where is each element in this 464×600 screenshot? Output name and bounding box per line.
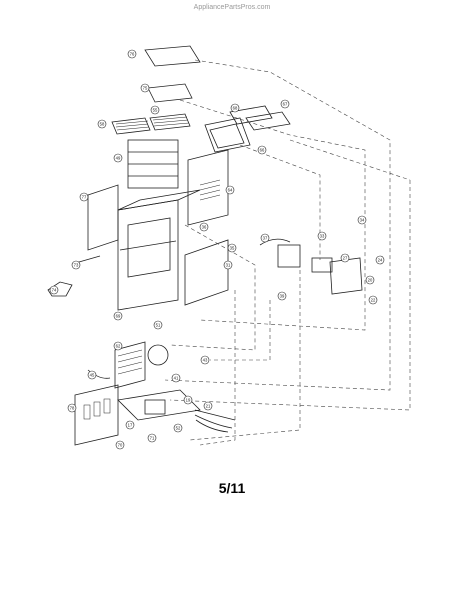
callout-bubble: 22 <box>368 295 378 305</box>
cabinet-body <box>117 199 179 311</box>
svg-text:37: 37 <box>263 236 268 241</box>
svg-text:49: 49 <box>116 156 121 161</box>
lid-panel <box>229 105 273 125</box>
callout-bubble: 31 <box>223 260 233 270</box>
door-panel <box>87 184 119 251</box>
svg-text:76: 76 <box>130 52 135 57</box>
svg-text:64: 64 <box>228 188 233 193</box>
callout-bubble: 78 <box>67 403 77 413</box>
callout-bubble: 36 <box>199 222 209 232</box>
callout-bubble: 37 <box>260 233 270 243</box>
callout-bubble: 64 <box>225 185 235 195</box>
svg-text:27: 27 <box>343 256 348 261</box>
solenoid <box>311 257 333 273</box>
callout-bubble: 51 <box>153 320 163 330</box>
svg-text:75: 75 <box>143 86 148 91</box>
callout-bubble: 71 <box>147 433 157 443</box>
callout-bubble: 74 <box>49 285 59 295</box>
callout-bubble: 77 <box>79 192 89 202</box>
lid-panel-2 <box>245 111 291 131</box>
svg-text:20: 20 <box>368 278 373 283</box>
svg-text:34: 34 <box>360 218 365 223</box>
callout-bubble: 27 <box>340 253 350 263</box>
callout-bubble: 68 <box>230 103 240 113</box>
callout-bubble: 20 <box>365 275 375 285</box>
svg-text:33: 33 <box>320 234 325 239</box>
control-panel <box>204 117 251 153</box>
svg-text:77: 77 <box>82 195 87 200</box>
svg-text:45: 45 <box>90 373 95 378</box>
water-valve <box>277 244 301 268</box>
callout-bubble: 66 <box>257 145 267 155</box>
svg-text:62: 62 <box>116 344 121 349</box>
callout-bubble: 35 <box>227 243 237 253</box>
callout-bubble: 33 <box>317 231 327 241</box>
callout-bubble: 58 <box>97 119 107 129</box>
callout-bubble: 43 <box>200 355 210 365</box>
svg-text:55: 55 <box>153 108 158 113</box>
base-pan <box>117 389 201 421</box>
svg-text:74: 74 <box>52 288 57 293</box>
left-grille <box>111 117 151 135</box>
right-side-panel <box>187 149 229 226</box>
svg-text:58: 58 <box>100 122 105 127</box>
top-cover-panel <box>144 45 201 67</box>
svg-text:70: 70 <box>118 443 123 448</box>
compressor <box>147 344 169 366</box>
svg-text:52: 52 <box>176 426 181 431</box>
svg-text:19: 19 <box>186 398 191 403</box>
svg-text:17: 17 <box>128 423 133 428</box>
svg-text:22: 22 <box>371 298 376 303</box>
mounting-bracket <box>329 257 363 295</box>
callout-bubble: 24 <box>375 255 385 265</box>
callout-bubble: 52 <box>173 423 183 433</box>
page-number: 5/11 <box>218 480 246 496</box>
svg-text:31: 31 <box>226 263 231 268</box>
svg-text:21: 21 <box>206 404 211 409</box>
svg-text:71: 71 <box>150 436 155 441</box>
cabinet-liner <box>127 217 171 278</box>
svg-text:78: 78 <box>70 406 75 411</box>
svg-text:36: 36 <box>202 225 207 230</box>
svg-text:51: 51 <box>156 323 161 328</box>
callout-bubble: 62 <box>113 341 123 351</box>
svg-text:69: 69 <box>116 314 121 319</box>
callout-bubble: 45 <box>87 370 97 380</box>
callout-bubble: 39 <box>277 291 287 301</box>
callout-bubble: 73 <box>71 260 81 270</box>
svg-text:68: 68 <box>233 106 238 111</box>
callout-bubble: 17 <box>125 420 135 430</box>
callout-bubble: 41 <box>171 373 181 383</box>
callout-bubble: 55 <box>150 105 160 115</box>
svg-text:73: 73 <box>74 263 79 268</box>
control-box <box>144 399 166 415</box>
callout-bubble: 49 <box>113 153 123 163</box>
wire-harness <box>194 409 236 433</box>
svg-text:24: 24 <box>378 258 383 263</box>
callout-bubble: 21 <box>203 401 213 411</box>
right-grille <box>149 113 191 131</box>
callout-bubble: 76 <box>127 49 137 59</box>
svg-text:35: 35 <box>230 246 235 251</box>
rear-panel <box>184 239 229 306</box>
ice-scoop <box>47 281 73 297</box>
callout-bubble: 67 <box>280 99 290 109</box>
watermark-text: AppliancePartsPros.com <box>193 4 271 11</box>
callout-bubble: 70 <box>115 440 125 450</box>
inner-cover-panel <box>147 83 193 103</box>
svg-text:67: 67 <box>283 102 288 107</box>
svg-text:66: 66 <box>260 148 265 153</box>
callout-bubble: 34 <box>357 215 367 225</box>
callout-bubble: 69 <box>113 311 123 321</box>
callout-bubble: 75 <box>140 83 150 93</box>
svg-text:43: 43 <box>203 358 208 363</box>
svg-text:41: 41 <box>174 376 179 381</box>
condenser <box>114 341 146 389</box>
front-grill-panel <box>74 384 119 446</box>
callout-bubble: 19 <box>183 395 193 405</box>
svg-text:39: 39 <box>280 294 285 299</box>
